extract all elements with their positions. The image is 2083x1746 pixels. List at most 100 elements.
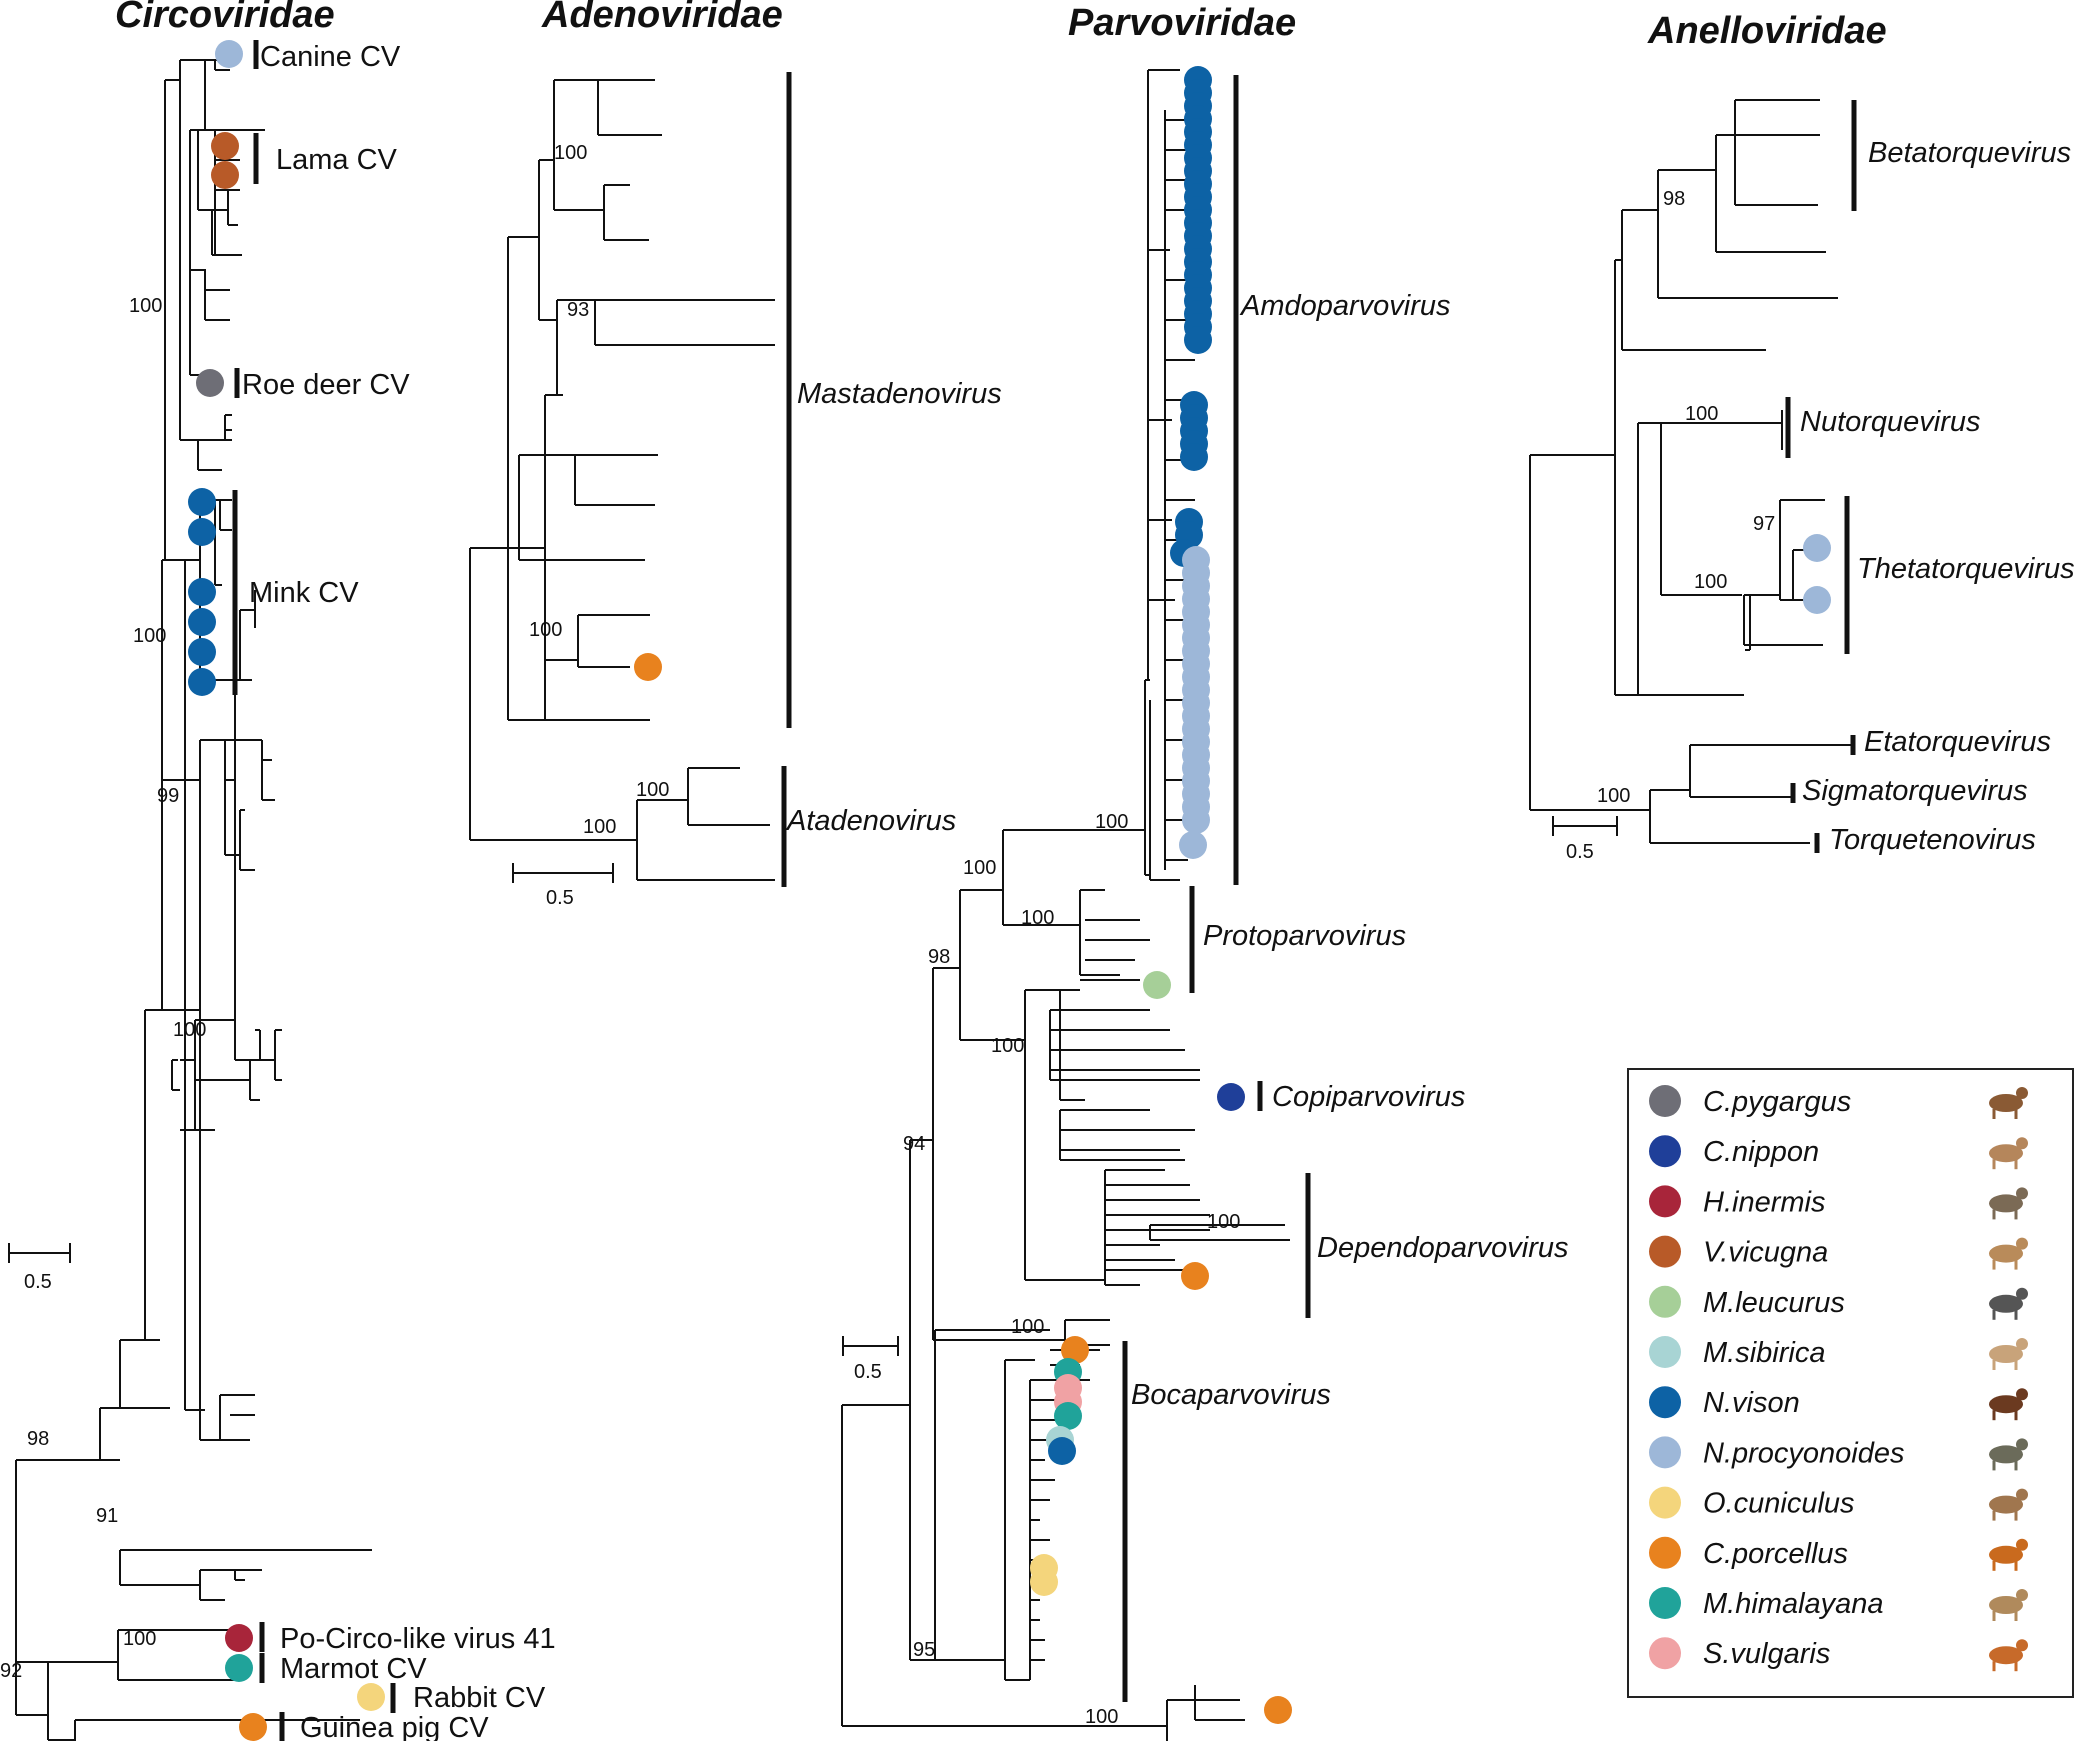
bootstrap-label: 100 [991, 1035, 1024, 1057]
bootstrap-label: 97 [1753, 513, 1775, 535]
genus-label-thetatorquevirus: Thetatorquevirus [1857, 553, 2075, 585]
legend-item: V.vicugna [1649, 1235, 2028, 1270]
genus-label-protoparvovirus: Protoparvovirus [1203, 920, 1406, 952]
legend-label: N.vison [1703, 1387, 1800, 1419]
legend-swatch [1649, 1336, 1681, 1368]
legend-label: O.cuniculus [1703, 1488, 1855, 1520]
genus-label-etatorquevirus: Etatorquevirus [1864, 726, 2051, 758]
water-deer-icon [1989, 1187, 2028, 1220]
svg-text:0.5: 0.5 [854, 1361, 882, 1383]
bootstrap-label: 100 [1085, 1706, 1118, 1728]
bootstrap-label: 100 [1095, 811, 1128, 833]
bootstrap-label: 100 [1694, 571, 1727, 593]
host-dot [225, 1654, 253, 1682]
bootstrap-label: 100 [129, 295, 162, 317]
clade-label-marmot-cv: Marmot CV [280, 1653, 427, 1685]
host-dot [1803, 586, 1831, 614]
legend-swatch [1649, 1536, 1681, 1569]
bootstrap-label: 100 [123, 1628, 156, 1650]
genus-label-atadenovirus: Atadenovirus [785, 805, 956, 837]
legend-item: C.nippon [1649, 1135, 2028, 1170]
legend-label: N.procyonoides [1703, 1437, 1905, 1469]
clade-label-guinea-pig-cv: Guinea pig CV [300, 1712, 489, 1741]
parvoviridae-title: Parvoviridae [1068, 2, 1296, 44]
bootstrap-label: 100 [1685, 403, 1718, 425]
parvoviridae-scale-bar: 0.5 [842, 1336, 899, 1383]
genus-label-bocaparvovirus: Bocaparvovirus [1131, 1379, 1331, 1411]
host-dot [357, 1683, 385, 1711]
anelloviridae-tree [1529, 99, 1852, 844]
genus-label-amdoparvovirus: Amdoparvovirus [1239, 290, 1451, 322]
host-dot [188, 668, 216, 696]
legend-swatch [1649, 1386, 1681, 1419]
circoviridae-tree [15, 59, 372, 1746]
squirrel-icon [1989, 1639, 2028, 1672]
host-dot [188, 638, 216, 666]
host-dot [188, 488, 216, 516]
legend-item: C.porcellus [1649, 1536, 2028, 1571]
legend-item: S.vulgaris [1649, 1637, 2028, 1672]
legend-swatch [1649, 1285, 1681, 1318]
circoviridae-title: Circoviridae [115, 0, 335, 36]
genus-label-dependoparvovirus: Dependoparvovirus [1317, 1232, 1568, 1264]
legend-item: N.vison [1649, 1386, 2028, 1421]
host-dot [1184, 326, 1212, 354]
host-dot [1030, 1568, 1058, 1596]
host-dot [239, 1713, 267, 1741]
host-dot [1061, 1336, 1089, 1364]
host-dot [215, 40, 243, 68]
host-dot [1182, 806, 1210, 834]
host-dot [1181, 1262, 1209, 1290]
bootstrap-label: 99 [157, 785, 179, 807]
genus-label-sigmatorquevirus: Sigmatorquevirus [1802, 775, 2028, 807]
clade-label-rabbit-cv: Rabbit CV [413, 1682, 546, 1714]
svg-text:0.5: 0.5 [546, 887, 574, 909]
circoviridae-scale-bar: 0.5 [8, 1243, 71, 1293]
rabbit-icon [1989, 1488, 2028, 1521]
roe-deer-icon [1989, 1087, 2028, 1119]
host-dot [188, 518, 216, 546]
host-dot [1264, 1696, 1292, 1724]
host-dot [1803, 534, 1831, 562]
bootstrap-label: 100 [1207, 1211, 1240, 1233]
marmot-icon [1989, 1589, 2028, 1621]
legend-item: O.cuniculus [1649, 1486, 2028, 1521]
host-dot [196, 369, 224, 397]
bootstrap-label: 98 [1663, 188, 1685, 210]
legend-item: M.leucurus [1649, 1285, 2028, 1320]
legend-swatch [1649, 1135, 1681, 1168]
legend-swatch [1649, 1185, 1681, 1218]
legend-box [1627, 1068, 2074, 1698]
clade-label-lama-cv: Lama CV [276, 144, 398, 176]
genus-label-nutorquevirus: Nutorquevirus [1800, 406, 1981, 438]
host-dot [225, 1624, 253, 1652]
legend-label: M.sibirica [1703, 1337, 1825, 1369]
host-dot [211, 161, 239, 189]
legend-item: H.inermis [1649, 1185, 2028, 1220]
clade-label-canine-cv: Canine CV [260, 41, 401, 73]
parvoviridae-host-dots [1030, 66, 1292, 1724]
bootstrap-label: 100 [1011, 1316, 1044, 1338]
legend-item: M.himalayana [1649, 1587, 2028, 1621]
genus-label-mastadenovirus: Mastadenovirus [797, 378, 1002, 410]
legend-label: V.vicugna [1703, 1237, 1828, 1269]
legend-label: S.vulgaris [1703, 1638, 1830, 1670]
host-dot [188, 578, 216, 606]
genus-label-copiparvovirus: Copiparvovirus [1272, 1081, 1465, 1113]
genus-label-torquetenovirus: Torquetenovirus [1829, 824, 2036, 856]
bootstrap-label: 92 [0, 1660, 22, 1682]
bootstrap-label: 100 [554, 142, 587, 164]
legend-label: H.inermis [1703, 1186, 1825, 1218]
legend-item: N.procyonoides [1649, 1436, 2028, 1471]
guinea-pig-icon [1989, 1538, 2028, 1571]
legend-item: C.pygargus [1649, 1085, 2028, 1119]
adenoviridae-panel: Adenoviridae Mastadenovirus Atadenovirus… [469, 0, 1002, 909]
svg-text:0.5: 0.5 [24, 1271, 52, 1293]
bootstrap-label: 94 [903, 1133, 925, 1155]
circoviridae-panel: Circoviridae Canine CV Lama CV Roe deer … [0, 0, 556, 1746]
host-dot [188, 608, 216, 636]
host-legend: C.pygargusC.nipponH.inermisV.vicugnaM.le… [1627, 1068, 2074, 1698]
legend-swatch [1649, 1235, 1681, 1268]
